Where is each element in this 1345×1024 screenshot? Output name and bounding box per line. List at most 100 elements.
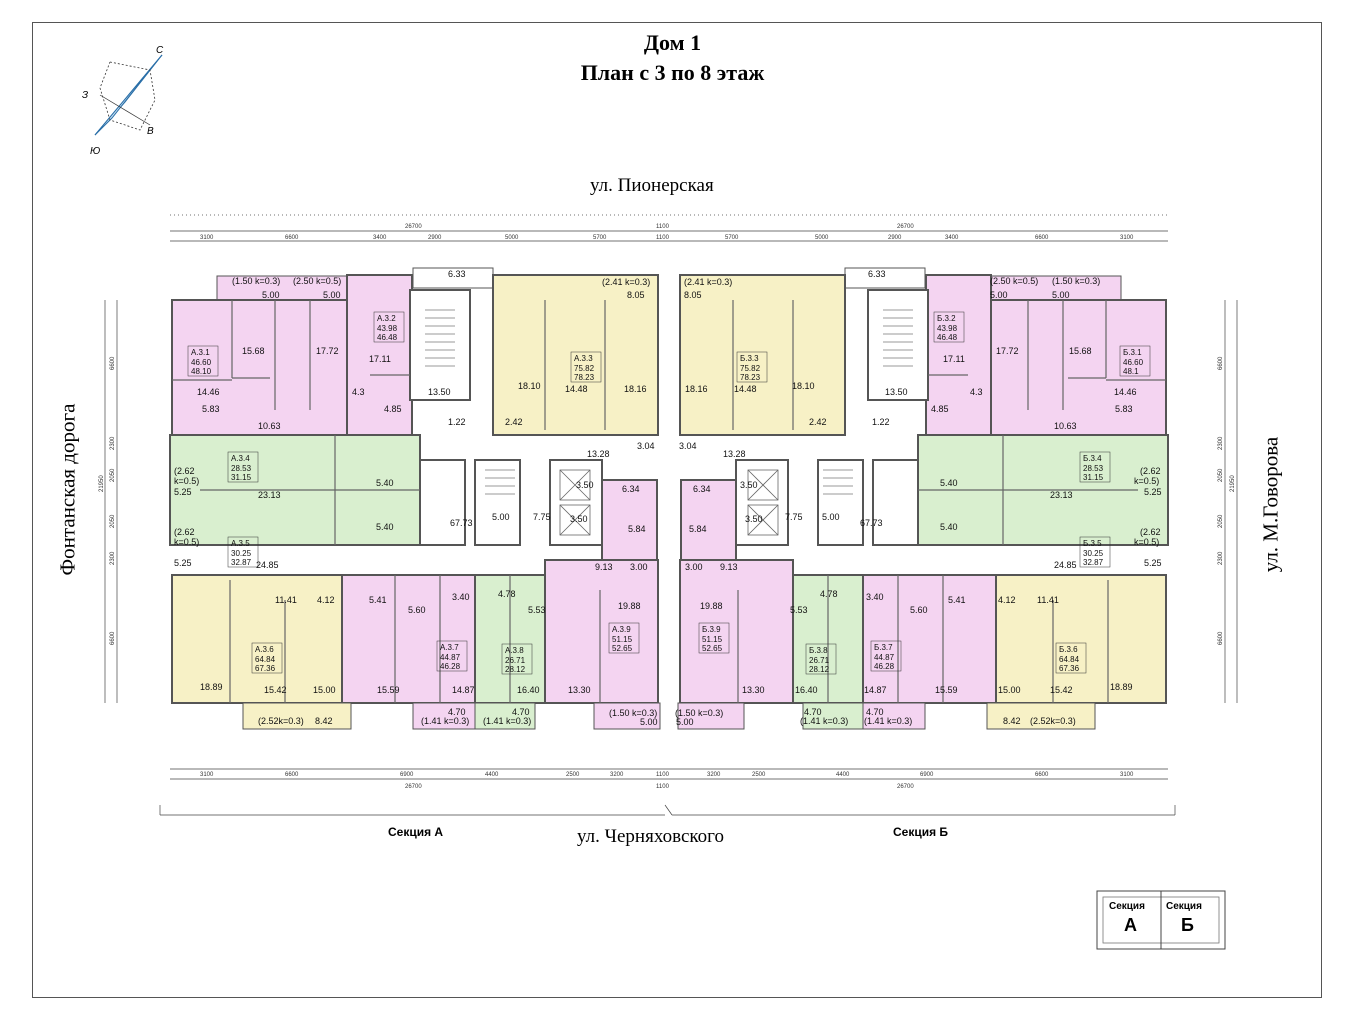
- svg-text:46.48: 46.48: [937, 333, 958, 342]
- svg-text:15.59: 15.59: [377, 685, 400, 695]
- dim-top-b-2: 5000: [815, 235, 829, 241]
- compass-w: З: [82, 90, 88, 101]
- svg-text:4.70: 4.70: [804, 707, 822, 717]
- svg-text:67.73: 67.73: [450, 518, 473, 528]
- svg-text:13.28: 13.28: [587, 449, 610, 459]
- svg-text:13.30: 13.30: [742, 685, 765, 695]
- svg-text:3.40: 3.40: [866, 592, 884, 602]
- svg-text:23.13: 23.13: [258, 490, 281, 500]
- svg-text:6.33: 6.33: [868, 269, 886, 279]
- svg-text:2300: 2300: [110, 551, 116, 565]
- svg-text:7.75: 7.75: [785, 512, 803, 522]
- svg-text:24.85: 24.85: [1054, 560, 1077, 570]
- dim-top-a-6: 5700: [593, 235, 607, 241]
- svg-text:18.10: 18.10: [518, 381, 541, 391]
- svg-text:78.23: 78.23: [740, 373, 761, 382]
- svg-text:6.34: 6.34: [622, 484, 640, 494]
- svg-text:17.11: 17.11: [369, 354, 391, 364]
- svg-text:75.82: 75.82: [574, 364, 595, 373]
- svg-text:16.40: 16.40: [795, 685, 818, 695]
- svg-text:k=0.5): k=0.5): [1134, 476, 1159, 486]
- svg-text:21950: 21950: [99, 475, 105, 492]
- svg-text:6600: 6600: [1218, 356, 1224, 370]
- svg-text:15.42: 15.42: [1050, 685, 1073, 695]
- compass-icon: С З В Ю: [82, 45, 164, 157]
- dim-bot-b-1: 3200: [707, 772, 721, 778]
- svg-text:13.28: 13.28: [723, 449, 746, 459]
- svg-text:3.50: 3.50: [740, 480, 758, 490]
- svg-text:15.68: 15.68: [1069, 346, 1092, 356]
- svg-text:(1.50 k=0.3): (1.50 k=0.3): [232, 276, 280, 286]
- svg-text:А.3.8: А.3.8: [505, 646, 524, 655]
- svg-text:19.88: 19.88: [618, 601, 641, 611]
- svg-text:А.3.7: А.3.7: [440, 643, 459, 652]
- svg-text:6600: 6600: [110, 356, 116, 370]
- svg-text:17.72: 17.72: [316, 346, 339, 356]
- svg-text:32.87: 32.87: [1083, 558, 1104, 567]
- svg-text:Б.3.7: Б.3.7: [874, 643, 893, 652]
- svg-text:15.68: 15.68: [242, 346, 265, 356]
- svg-text:(2.62: (2.62: [1140, 466, 1161, 476]
- svg-text:А.3.2: А.3.2: [377, 314, 396, 323]
- svg-text:52.65: 52.65: [612, 644, 633, 653]
- svg-text:26.71: 26.71: [505, 656, 526, 665]
- svg-text:8.05: 8.05: [684, 290, 702, 300]
- svg-text:4.12: 4.12: [998, 595, 1016, 605]
- svg-text:18.10: 18.10: [792, 381, 815, 391]
- svg-text:(1.50 k=0.3): (1.50 k=0.3): [675, 708, 723, 718]
- svg-text:28.53: 28.53: [231, 464, 252, 473]
- svg-text:5.00: 5.00: [323, 290, 341, 300]
- svg-text:3.00: 3.00: [685, 562, 703, 572]
- svg-text:28.12: 28.12: [505, 665, 526, 674]
- section-b-caption: Секция Б: [893, 825, 949, 839]
- compass-n: С: [156, 45, 164, 56]
- dim-bot-b-4: 6900: [920, 772, 934, 778]
- svg-text:А.3.5: А.3.5: [231, 539, 250, 548]
- svg-text:5.25: 5.25: [174, 487, 192, 497]
- dim-top-b-1: 5700: [725, 235, 739, 241]
- svg-text:(2.52k=0.3): (2.52k=0.3): [258, 716, 304, 726]
- svg-text:(1.50 k=0.3): (1.50 k=0.3): [609, 708, 657, 718]
- section-a-plan: [169, 267, 661, 730]
- svg-text:64.84: 64.84: [255, 655, 276, 664]
- drawing-frame: [32, 22, 1322, 998]
- svg-text:5.60: 5.60: [408, 605, 426, 615]
- dim-bot-b-2: 2500: [752, 772, 766, 778]
- svg-text:А.3.1: А.3.1: [191, 348, 210, 357]
- svg-text:Б.3.2: Б.3.2: [937, 314, 956, 323]
- svg-text:67.36: 67.36: [1059, 664, 1080, 673]
- svg-text:32.87: 32.87: [231, 558, 252, 567]
- svg-text:14.87: 14.87: [452, 685, 475, 695]
- svg-text:5.00: 5.00: [640, 717, 658, 727]
- svg-text:5.25: 5.25: [1144, 558, 1162, 568]
- svg-text:4.70: 4.70: [448, 707, 466, 717]
- svg-text:k=0.5): k=0.5): [1134, 537, 1159, 547]
- svg-text:8.05: 8.05: [627, 290, 645, 300]
- svg-text:5.40: 5.40: [940, 522, 958, 532]
- svg-text:21950: 21950: [1230, 475, 1236, 492]
- svg-text:17.11: 17.11: [943, 354, 965, 364]
- svg-text:8.42: 8.42: [315, 716, 333, 726]
- svg-text:43.98: 43.98: [377, 324, 398, 333]
- svg-text:5.83: 5.83: [202, 404, 220, 414]
- svg-text:16.40: 16.40: [517, 685, 540, 695]
- svg-text:А.3.9: А.3.9: [612, 625, 631, 634]
- svg-text:10.63: 10.63: [1054, 421, 1077, 431]
- svg-text:46.28: 46.28: [874, 662, 895, 671]
- dim-bot-a-5: 2500: [566, 772, 580, 778]
- svg-text:6.34: 6.34: [693, 484, 711, 494]
- apt-a36-area: [171, 574, 343, 704]
- apt-a33-area: [492, 274, 659, 436]
